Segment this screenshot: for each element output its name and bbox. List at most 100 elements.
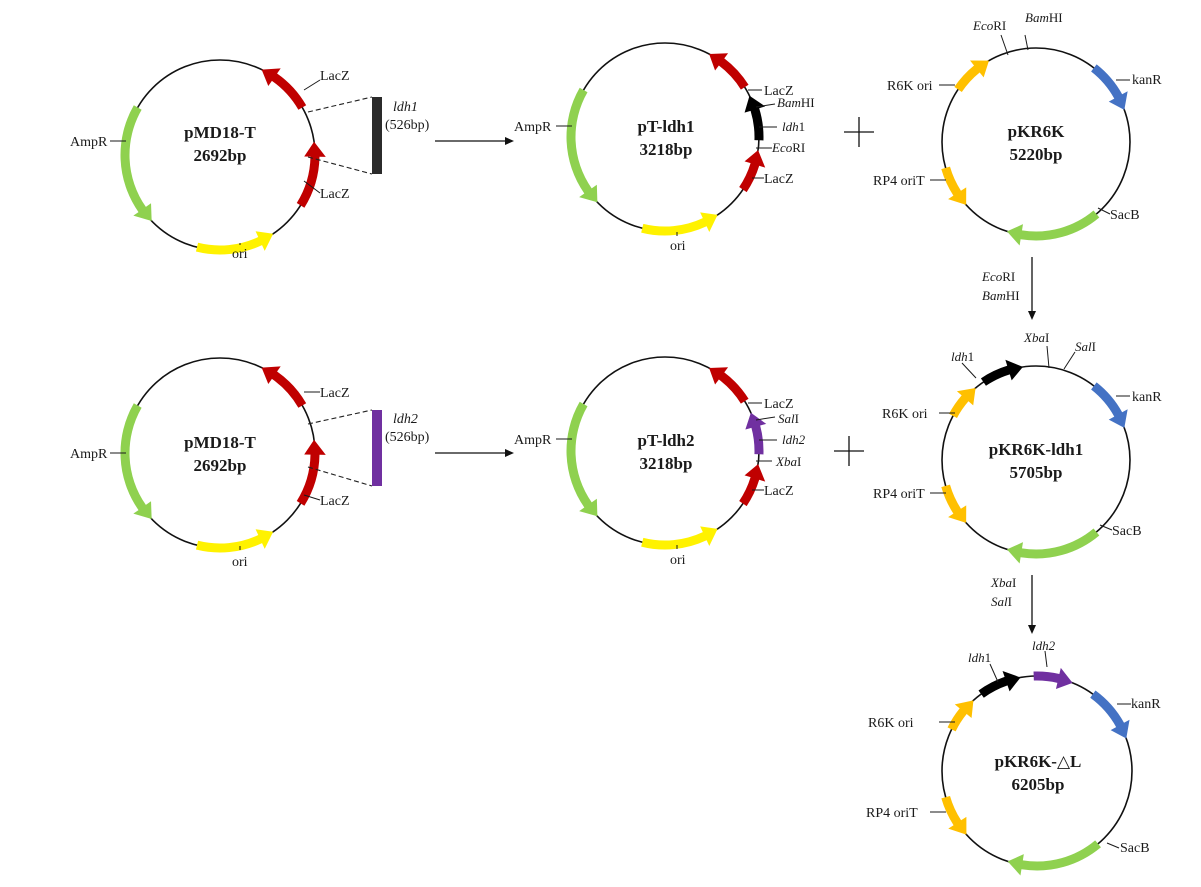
r6k-label: R6K ori bbox=[882, 407, 928, 422]
insert-dash-bottom bbox=[307, 466, 373, 487]
ori-arrow bbox=[641, 526, 718, 550]
ampr-gene-arrow bbox=[120, 403, 152, 519]
leader-line bbox=[1106, 842, 1120, 849]
lacz-bottom-arrow bbox=[739, 150, 766, 193]
ori-label: ori bbox=[670, 553, 686, 568]
site-top-label: BamHI bbox=[777, 95, 815, 110]
insert-name: ldh2 bbox=[393, 412, 418, 427]
lacz-bottom-label: LacZ bbox=[320, 494, 350, 509]
site-top-label: SalI bbox=[778, 411, 799, 426]
sacb-gene-arrow bbox=[1007, 840, 1101, 876]
plasmid-name: pT-ldh2 bbox=[637, 431, 694, 450]
r6k-ori-arrow bbox=[954, 60, 989, 92]
plasmid-pkr6k: EcoRI BamHI R6K ori kanR RP4 oriT SacB p… bbox=[873, 10, 1162, 246]
plasmid-pt-ldh2: AmpR LacZ SalI ldh2 XbaI LacZ ori pT-ldh… bbox=[514, 356, 806, 568]
leader-line bbox=[303, 494, 321, 501]
lacz-bottom-label: LacZ bbox=[764, 172, 794, 187]
arrowhead bbox=[1028, 625, 1036, 634]
plasmid-name: pKR6K-△L bbox=[995, 752, 1082, 771]
xbai-label: XbaI bbox=[1023, 330, 1049, 345]
leader-line bbox=[989, 663, 999, 683]
ampr-gene-arrow bbox=[120, 105, 152, 221]
lacz-bottom-arrow bbox=[739, 464, 766, 507]
bamhi-label: BamHI bbox=[1025, 10, 1063, 25]
ldh2-gene-arrow bbox=[1033, 667, 1073, 689]
leader-line bbox=[1099, 524, 1113, 531]
lacz-top-arrow bbox=[709, 367, 749, 404]
arrowhead bbox=[505, 137, 514, 145]
kanr-gene-arrow bbox=[1091, 64, 1128, 110]
leader-line bbox=[1063, 351, 1076, 370]
ori-label: ori bbox=[670, 239, 686, 254]
rp4-label: RP4 oriT bbox=[873, 487, 925, 502]
ldh2-gene-arrow bbox=[745, 412, 767, 455]
lacz-top-label: LacZ bbox=[320, 386, 350, 401]
plasmid-pkr6k-ldh1: ldh1 XbaI SalI R6K ori kanR RP4 oriT Sac… bbox=[873, 330, 1162, 564]
digest-step-1: EcoRI BamHI bbox=[981, 257, 1036, 320]
leader-line bbox=[1097, 207, 1111, 215]
ori-label: ori bbox=[232, 555, 248, 570]
sacb-gene-arrow bbox=[1006, 210, 1100, 246]
insert-dash-top bbox=[307, 409, 373, 425]
enzyme-a-label: XbaI bbox=[990, 575, 1016, 590]
rp4-label: RP4 oriT bbox=[866, 806, 918, 821]
enzyme-b-label: SalI bbox=[991, 594, 1012, 609]
leader-line bbox=[755, 416, 776, 421]
plasmid-size: 2692bp bbox=[194, 456, 247, 475]
lacz-top-label: LacZ bbox=[764, 397, 794, 412]
plasmid-pkr6k-delta-l: ldh1 ldh2 R6K ori kanR RP4 oriT SacB pKR… bbox=[866, 638, 1161, 876]
sacb-label: SacB bbox=[1120, 841, 1150, 856]
insert-name: ldh1 bbox=[393, 100, 418, 115]
ldh1-label: ldh1 bbox=[968, 650, 991, 665]
sali-label: SalI bbox=[1075, 339, 1096, 354]
plasmid-size: 3218bp bbox=[640, 140, 693, 159]
lacz-top-label: LacZ bbox=[320, 69, 350, 84]
plasmid-name: pMD18-T bbox=[184, 433, 256, 452]
rp4-orit-arrow bbox=[941, 795, 967, 835]
arrowhead bbox=[505, 449, 514, 457]
ampr-gene-arrow bbox=[566, 87, 598, 203]
leader-line bbox=[1044, 650, 1048, 668]
r6k-ori-arrow bbox=[947, 700, 974, 732]
insert-ldh1: ldh1 (526bp) bbox=[307, 96, 430, 175]
ori-label: ori bbox=[232, 247, 248, 262]
plasmid-size: 5220bp bbox=[1010, 145, 1063, 164]
lacz-top-arrow bbox=[709, 53, 749, 90]
plasmid-size: 6205bp bbox=[1012, 775, 1065, 794]
kanr-gene-arrow bbox=[1091, 382, 1128, 428]
lacz-top-arrow bbox=[261, 366, 307, 408]
plus-sign bbox=[834, 436, 864, 466]
lacz-bottom-label: LacZ bbox=[764, 484, 794, 499]
plasmid-size: 5705bp bbox=[1010, 463, 1063, 482]
gene-label: ldh1 bbox=[782, 119, 805, 134]
leader-line bbox=[303, 180, 321, 194]
site-bottom-label: XbaI bbox=[775, 454, 801, 469]
kanr-gene-arrow bbox=[1090, 690, 1130, 739]
leader-line bbox=[1024, 34, 1029, 51]
plasmid-size: 3218bp bbox=[640, 454, 693, 473]
ampr-label: AmpR bbox=[514, 433, 552, 448]
leader-line bbox=[961, 362, 977, 379]
insert-size: (526bp) bbox=[385, 118, 430, 133]
plasmid-size: 2692bp bbox=[194, 146, 247, 165]
gene-label: ldh2 bbox=[782, 432, 806, 447]
plasmid-pt-ldh1: AmpR LacZ BamHI ldh1 EcoRI LacZ ori pT-l… bbox=[514, 42, 815, 254]
lacz-bottom-arrow bbox=[296, 439, 326, 506]
rp4-label: RP4 oriT bbox=[873, 174, 925, 189]
arrowhead bbox=[1028, 311, 1036, 320]
leader-line bbox=[1000, 34, 1009, 56]
insert-size: (526bp) bbox=[385, 430, 430, 445]
plasmid-pmd18t-bottom: AmpR LacZ LacZ ori pMD18-T 2692bp bbox=[70, 357, 350, 570]
leader-line bbox=[755, 103, 776, 108]
lacz-top-arrow bbox=[261, 68, 307, 110]
lacz-top-label: LacZ bbox=[764, 84, 794, 99]
lacz-bottom-label: LacZ bbox=[320, 187, 350, 202]
r6k-label: R6K ori bbox=[887, 79, 933, 94]
kanr-label: kanR bbox=[1131, 697, 1161, 712]
sacb-label: SacB bbox=[1110, 208, 1140, 223]
kanr-label: kanR bbox=[1132, 73, 1162, 88]
r6k-label: R6K ori bbox=[868, 716, 914, 731]
ori-arrow bbox=[195, 529, 274, 553]
insert-ldh2: ldh2 (526bp) bbox=[307, 409, 430, 487]
insert-dash-top bbox=[307, 96, 373, 113]
